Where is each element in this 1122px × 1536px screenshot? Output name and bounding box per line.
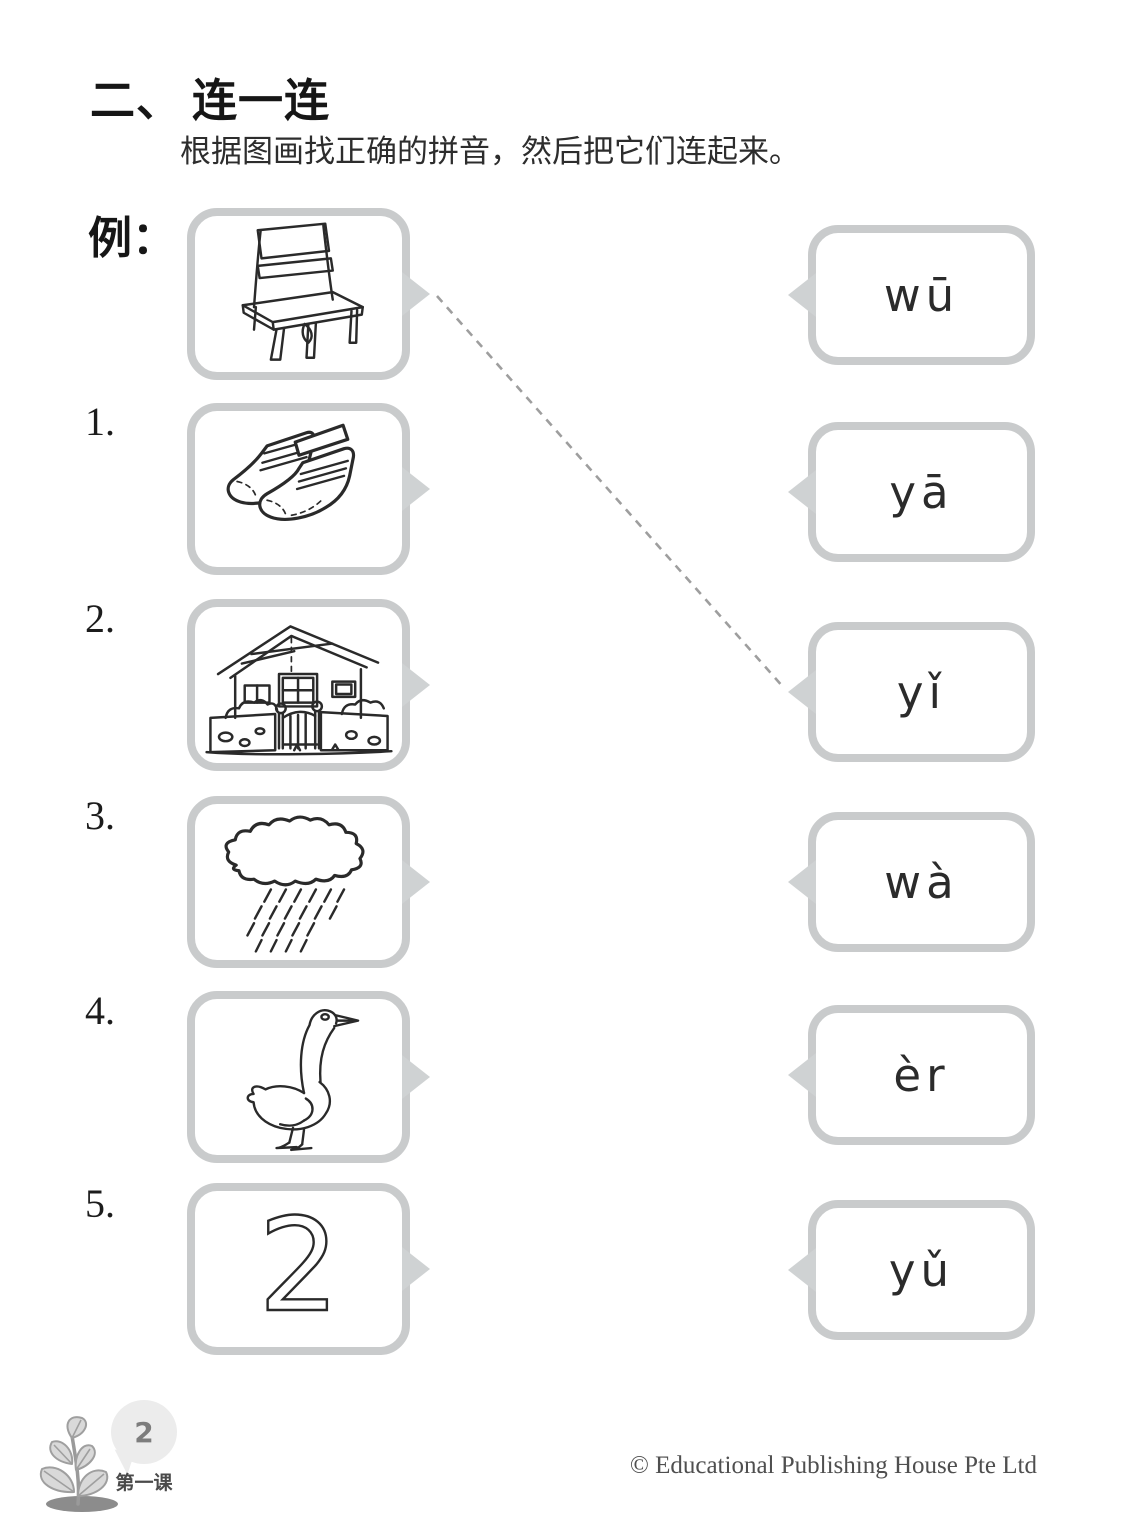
rain-cloud-drawing (224, 815, 365, 953)
pinyin-box-wu[interactable]: wū (788, 225, 1035, 365)
section-number: 二、 (90, 75, 183, 126)
pinyin-text: yǔ (888, 1243, 955, 1297)
picture-box-1-socks[interactable] (187, 403, 430, 575)
row-number-3: 3. (85, 793, 115, 838)
section-title: 二、连一连 (90, 64, 330, 129)
instruction-text: 根据图画找正确的拼音，然后把它们连起来。 (180, 134, 800, 169)
connector-arrow-left (788, 670, 816, 714)
connector-arrow-left (788, 273, 816, 317)
page-number: 2 (134, 1415, 154, 1449)
picture-box-2-house[interactable] (187, 599, 430, 771)
lesson-label: 第一课 (115, 1473, 173, 1494)
row-number-4: 4. (85, 988, 115, 1033)
pinyin-box-er[interactable]: èr (788, 1005, 1035, 1145)
pinyin-text: èr (893, 1048, 950, 1102)
goose-drawing (246, 1009, 360, 1152)
connector-arrow-left (788, 470, 816, 514)
connector-arrow-right (402, 1055, 430, 1099)
house-drawing (204, 625, 393, 756)
connector-arrow-left (788, 1053, 816, 1097)
row-number-2: 2. (85, 596, 115, 641)
pinyin-text: yā (889, 465, 954, 519)
connector-arrow-right (402, 1247, 430, 1291)
picture-box-5-number-two[interactable]: 2 (187, 1183, 430, 1355)
connector-arrow-right (402, 663, 430, 707)
number-two-glyph: 2 (258, 1194, 339, 1341)
connector-arrow-right (402, 272, 430, 316)
pinyin-box-ya[interactable]: yā (788, 422, 1035, 562)
connector-arrow-left (788, 860, 816, 904)
page-number-bubble: 2 (108, 1400, 177, 1475)
pinyin-box-wa[interactable]: wà (788, 812, 1035, 952)
plant-logo-icon (39, 1416, 118, 1512)
connector-arrow-right (402, 467, 430, 511)
example-label: 例： (88, 214, 176, 263)
pinyin-text: wà (884, 855, 959, 909)
pinyin-box-yu[interactable]: yǔ (788, 1200, 1035, 1340)
row-number-1: 1. (85, 399, 115, 444)
copyright-text: © Educational Publishing House Pte Ltd (629, 1452, 1037, 1479)
pinyin-box-yi[interactable]: yǐ (788, 622, 1035, 762)
picture-box-example-chair[interactable] (187, 208, 430, 380)
pinyin-text: yǐ (896, 665, 947, 719)
picture-box-4-goose[interactable] (187, 991, 430, 1163)
chair-drawing (241, 222, 364, 361)
section-title-text: 连一连 (192, 75, 331, 126)
number-two-drawing: 2 (257, 1194, 341, 1342)
connector-arrow-left (788, 1248, 816, 1292)
socks-drawing (226, 423, 355, 521)
row-number-5: 5. (85, 1181, 115, 1226)
picture-box-3-rain-cloud[interactable] (187, 796, 430, 968)
pinyin-text: wū (883, 268, 960, 322)
connector-arrow-right (402, 860, 430, 904)
